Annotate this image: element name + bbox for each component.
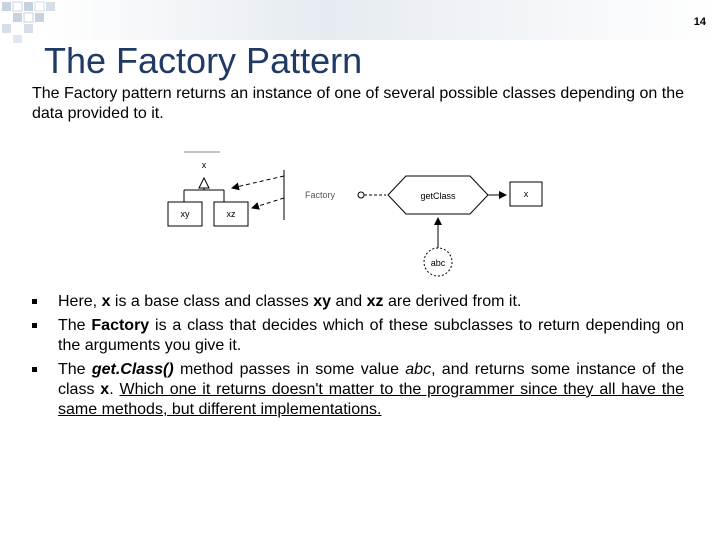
bullet-item: Here, x is a base class and classes xy a… [32,292,684,312]
bullet-item: The Factory is a class that decides whic… [32,316,685,356]
bullet-bold: xz [366,293,384,310]
intro-paragraph: The Factory pattern returns an instance … [32,85,684,122]
decorative-squares [2,1,55,43]
connector-circle [357,191,365,199]
slide-title: The Factory Pattern [44,40,363,81]
bullet-bold-italic: get.Class() [91,361,174,378]
bullet-text: method passes in some value [173,361,406,378]
input-circle [423,247,453,277]
bullet-italic: abc [405,361,432,378]
subclass-xz-box [213,201,249,227]
bullet-bold: Factory [91,317,150,334]
subclass-xy-label: xy [181,209,191,219]
bullet-text: is a base class and classes [110,293,314,310]
subclass-xy-box [167,201,203,227]
bullet-text: is a class that decides which of these s… [58,317,685,354]
bullet-text: . [109,381,120,398]
bullet-underlined: Which one it returns doesn't matter to t… [58,381,684,418]
bullet-square-icon [32,299,37,304]
getclass-shape [387,175,489,215]
bullet-text: Here, [58,293,102,310]
bullet-text: and [331,293,367,310]
bullet-bold: x [100,381,110,398]
result-box [509,181,543,207]
getclass-label: getClass [420,191,456,201]
header-banner [0,0,720,40]
bullet-list: Here, x is a base class and classes xy a… [32,292,685,424]
input-label: abc [431,258,446,268]
result-label: x [524,189,529,199]
base-class-label: x [202,160,207,170]
factory-diagram: x xy xz Factory getClass x abc [167,151,543,277]
bullet-bold: x [101,293,111,310]
bullet-text: The [58,361,92,378]
bullet-square-icon [32,367,37,372]
bullet-text: , and returns some instance of the class [58,361,685,398]
subclass-xz-label: xz [227,209,237,219]
base-class-x: x [184,151,220,170]
bullet-text: The [58,317,92,334]
bullet-square-icon [32,323,37,328]
factory-label: Factory [305,190,336,200]
page-number: 14 [693,16,706,28]
factory-box: Factory [283,169,356,221]
bullet-text: are derived from it. [383,293,522,310]
bullet-item: The get.Class() method passes in some va… [32,360,685,420]
bullet-bold: xy [313,293,332,310]
